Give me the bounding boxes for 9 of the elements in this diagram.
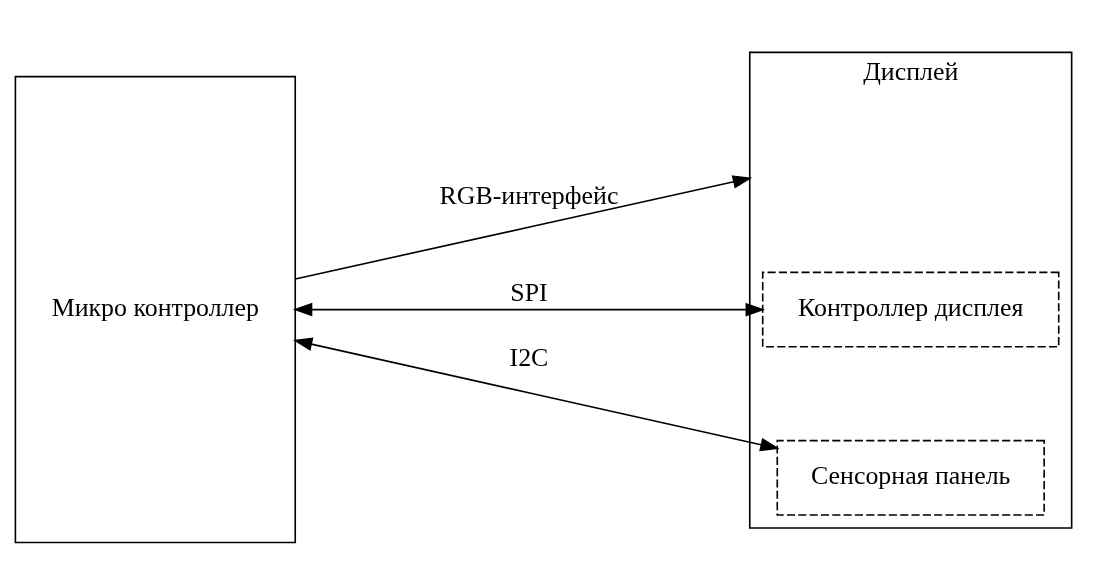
arrow	[294, 174, 753, 280]
edge-label: I2C	[509, 342, 549, 372]
edge-label: SPI	[510, 277, 548, 307]
node-box: Микро контроллер	[14, 75, 297, 543]
arrow	[292, 337, 780, 451]
arrow	[292, 302, 765, 316]
edge-label: RGB-интерфейс	[439, 180, 619, 210]
node-box: Контроллер дисплея	[761, 271, 1060, 348]
node-box: Сенсорная панель	[776, 439, 1045, 516]
